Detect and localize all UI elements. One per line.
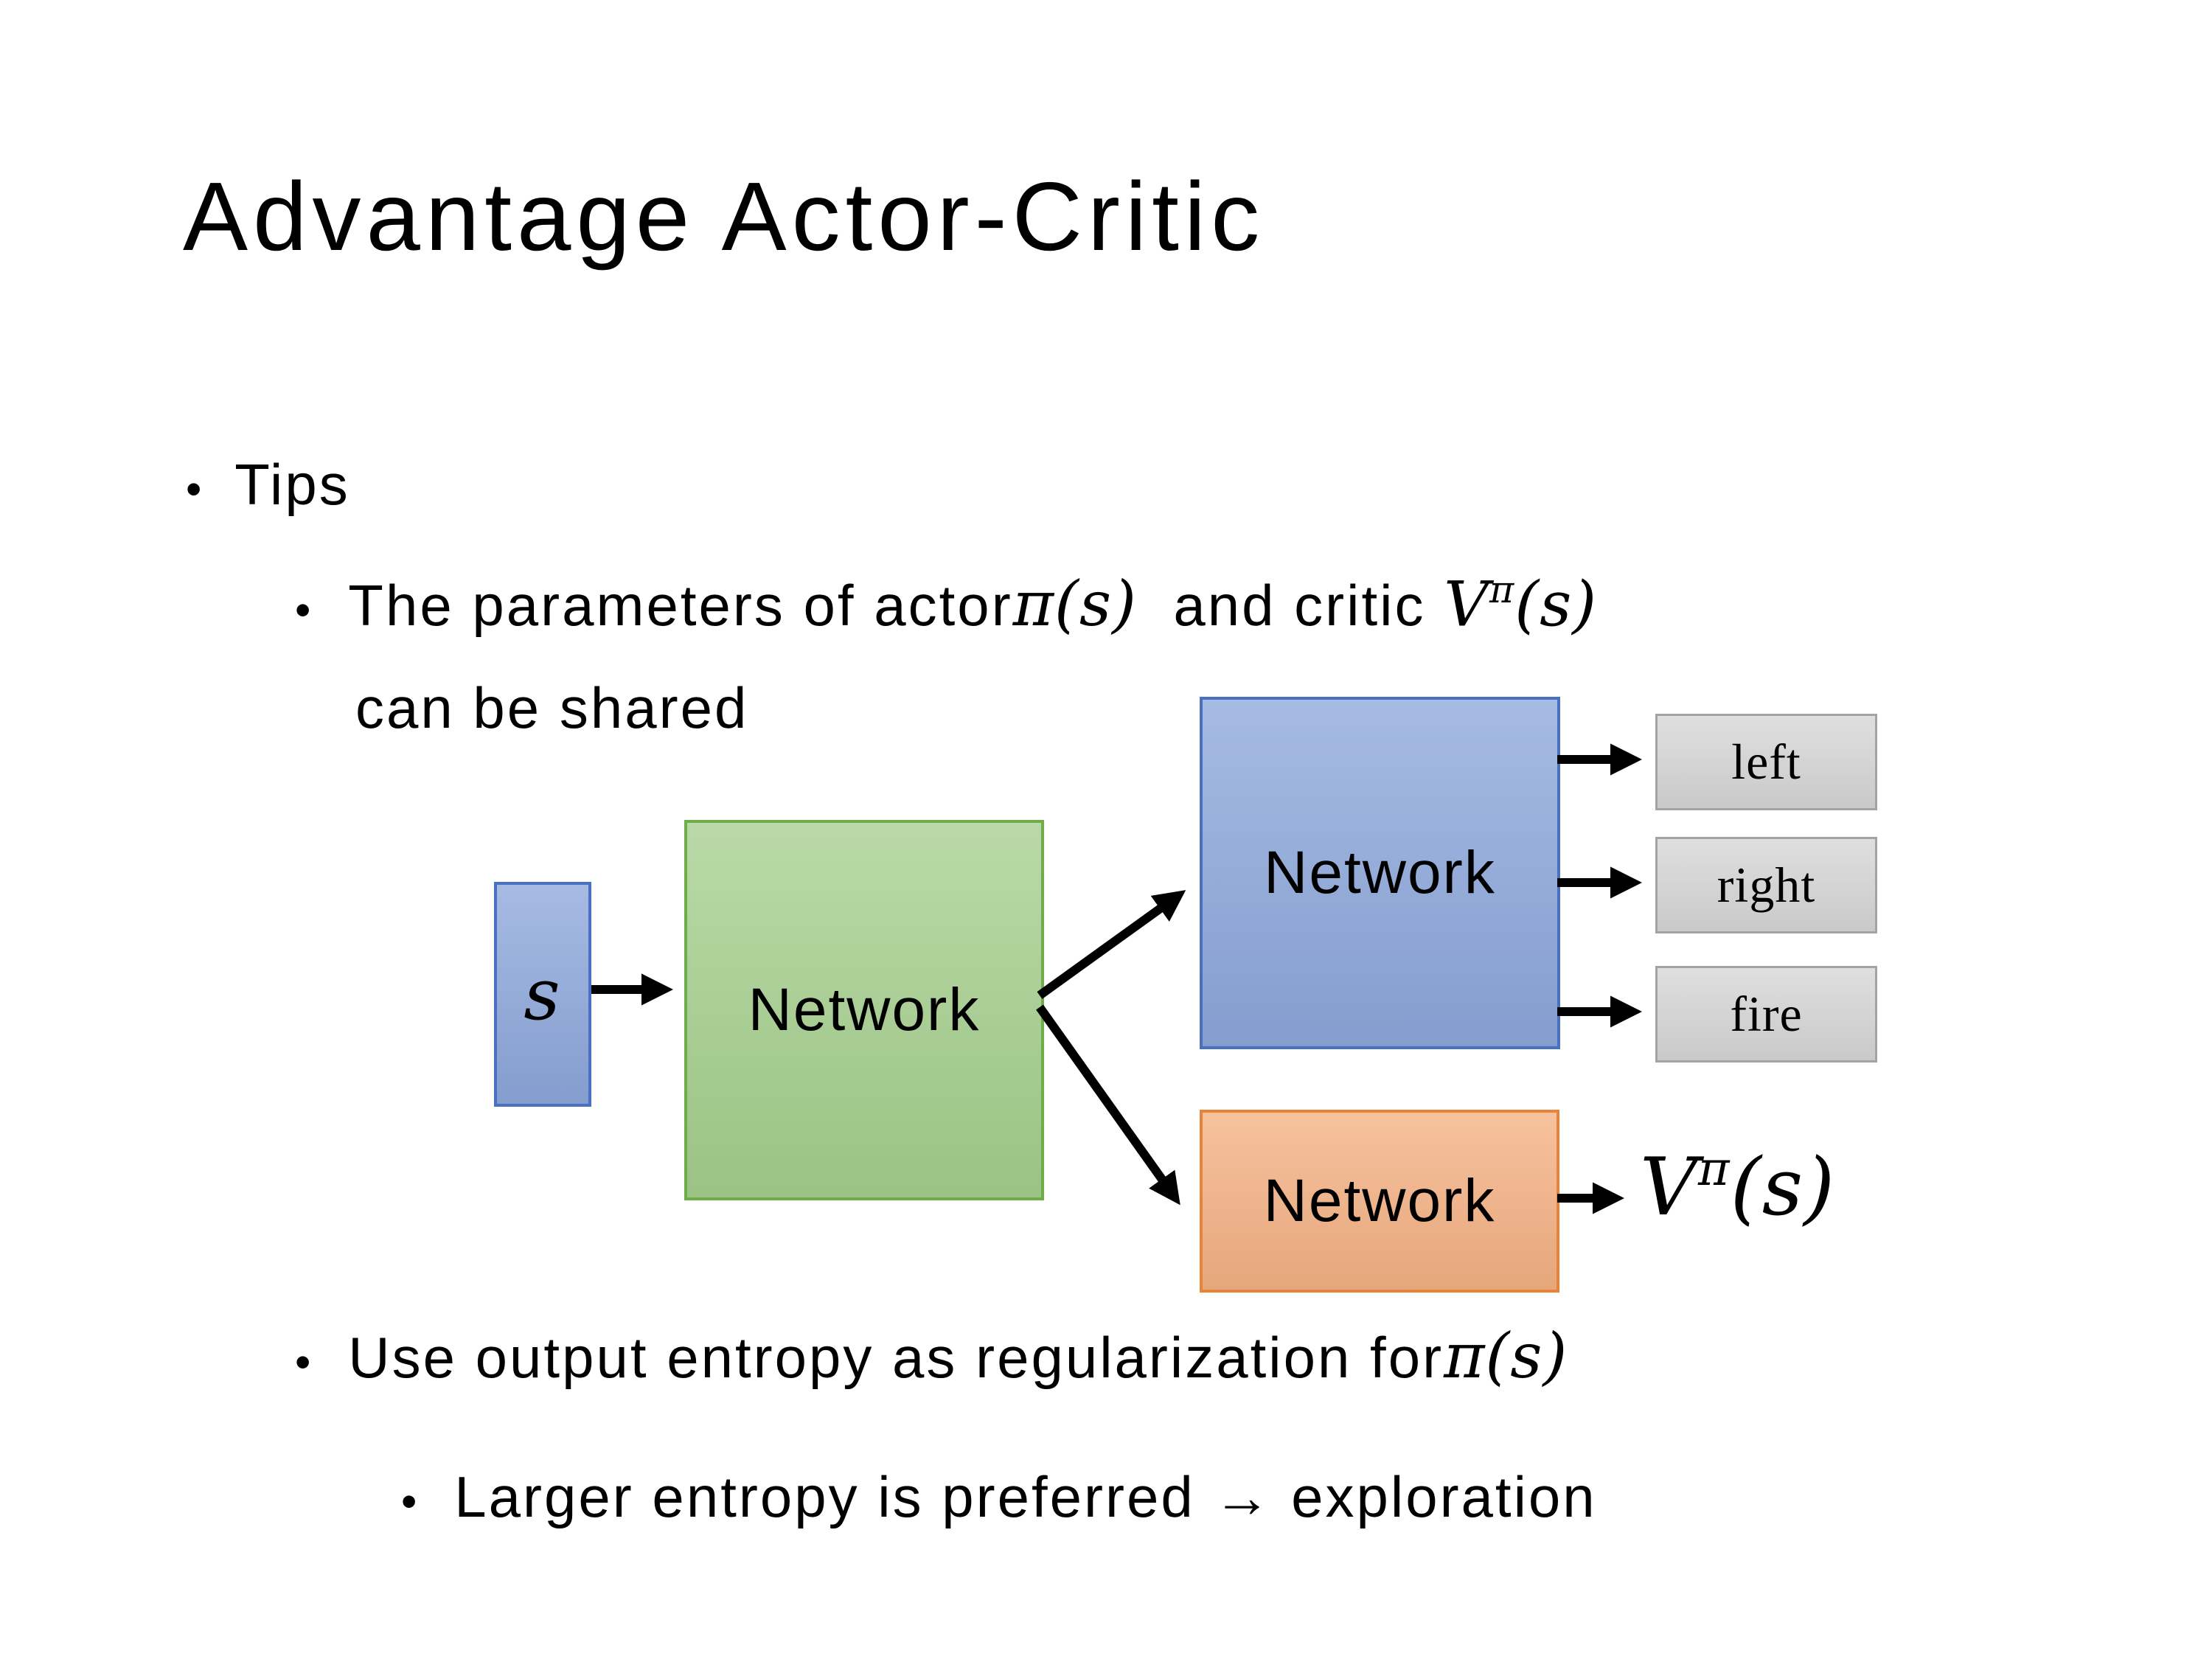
critic-v-math: Vπ(s) bbox=[1444, 568, 1597, 640]
pi-math: π(s) bbox=[1444, 1320, 1568, 1392]
critic-output-sup-pi: π bbox=[1698, 1141, 1731, 1197]
bullet-tips-label: Tips bbox=[234, 452, 350, 517]
line4-text: Larger entropy is preferred → exploratio… bbox=[454, 1464, 1597, 1529]
bullet-entropy-regularization: • Use output entropy as regularization fo… bbox=[295, 1320, 1568, 1392]
action-left-box: left bbox=[1655, 714, 1877, 810]
arrow-shared-to-critic bbox=[1036, 1004, 1180, 1206]
arrow-shared-to-actor bbox=[1037, 890, 1186, 999]
shared-network-box: Network bbox=[684, 820, 1044, 1200]
v-base: V bbox=[1444, 568, 1489, 641]
bullet-shared-params-line1: • The parameters of actor π(s) and critic… bbox=[295, 568, 1597, 640]
action-right-label: right bbox=[1717, 857, 1816, 913]
bullet-icon: • bbox=[186, 464, 204, 514]
v-sup-pi: π bbox=[1489, 568, 1515, 611]
actor-network-label: Network bbox=[1264, 839, 1496, 906]
action-left-label: left bbox=[1731, 734, 1801, 790]
bullet-icon: • bbox=[401, 1476, 420, 1526]
critic-output-args: (s) bbox=[1730, 1141, 1836, 1234]
critic-network-box: Network bbox=[1200, 1110, 1559, 1293]
actor-network-box: Network bbox=[1200, 697, 1560, 1049]
line1-prefix: The parameters of actor bbox=[348, 573, 1013, 639]
state-input-label: s bbox=[524, 953, 562, 1036]
action-fire-box: fire bbox=[1655, 966, 1877, 1062]
shared-network-label: Network bbox=[748, 976, 981, 1043]
critic-network-label: Network bbox=[1263, 1167, 1496, 1234]
page-title: Advantage Actor-Critic bbox=[183, 162, 1265, 271]
state-input-box: s bbox=[494, 882, 591, 1107]
line1-mid: and critic bbox=[1137, 573, 1444, 639]
bullet-tips: • Tips bbox=[186, 451, 350, 518]
line2-text: can be shared bbox=[355, 675, 749, 740]
action-right-box: right bbox=[1655, 837, 1877, 933]
critic-output-base: V bbox=[1640, 1141, 1698, 1234]
bullet-larger-entropy: • Larger entropy is preferred → explorati… bbox=[401, 1464, 1597, 1531]
actor-pi-math: π(s) bbox=[1012, 568, 1137, 641]
line3-prefix: Use output entropy as regularization for bbox=[348, 1325, 1444, 1390]
bullet-shared-params-line2: can be shared bbox=[355, 675, 748, 742]
critic-output-value: Vπ(s) bbox=[1640, 1141, 1835, 1234]
action-fire-label: fire bbox=[1730, 986, 1803, 1042]
bullet-icon: • bbox=[295, 1337, 313, 1387]
bullet-icon: • bbox=[295, 585, 313, 636]
v-args: (s) bbox=[1514, 568, 1598, 641]
